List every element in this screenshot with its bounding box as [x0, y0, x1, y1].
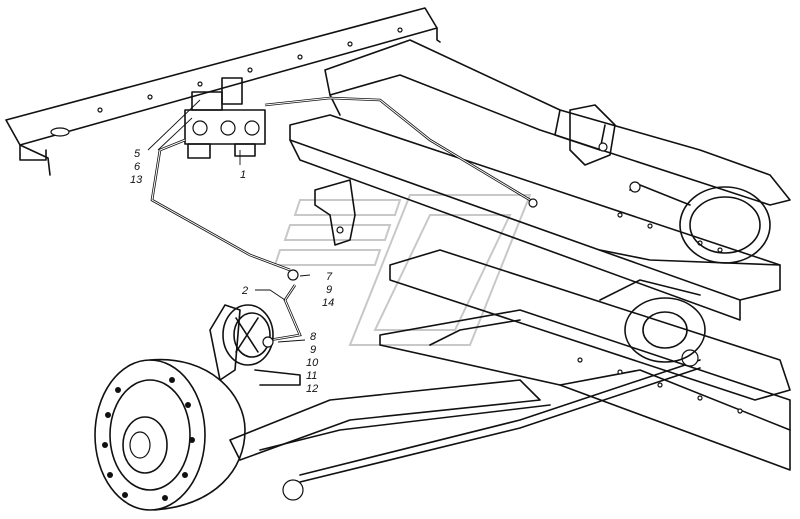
brake-pipelines — [150, 96, 538, 342]
frame-side-rail — [5, 7, 441, 176]
rail-rivets — [97, 27, 743, 414]
rear-brake-chamber — [629, 181, 771, 264]
callout-8: 8 — [310, 331, 317, 343]
callout-12: 12 — [306, 383, 318, 395]
frame-cross-member — [324, 39, 791, 206]
callout-leaders — [147, 99, 311, 343]
wheel-hub-drum — [94, 358, 246, 511]
frame-main-rail — [289, 114, 781, 321]
mounting-bracket — [314, 179, 356, 246]
front-axle-beam — [229, 379, 551, 461]
callout-1: 1 — [240, 169, 246, 181]
callout-2: 2 — [241, 285, 248, 297]
watermark-logo — [273, 194, 532, 346]
callout-5: 5 — [134, 148, 141, 160]
callout-labels: 1 2 5 6 13 7 9 14 8 9 10 11 12 — [130, 148, 334, 395]
upper-bracket — [569, 104, 616, 166]
tie-rod — [282, 349, 701, 501]
callout-9-lower: 9 — [310, 344, 316, 356]
callout-6: 6 — [134, 161, 141, 173]
valve-assembly — [184, 77, 266, 159]
callout-14: 14 — [322, 297, 334, 309]
rear-axle-unit — [599, 279, 706, 363]
callout-7: 7 — [326, 271, 333, 283]
callout-10: 10 — [306, 357, 319, 369]
frame-lower-rail — [379, 249, 791, 471]
callout-11: 11 — [306, 370, 317, 382]
callout-13: 13 — [130, 174, 143, 186]
steering-knuckle — [209, 304, 301, 386]
callout-9-upper: 9 — [326, 284, 332, 296]
front-brake-chamber — [222, 304, 274, 366]
